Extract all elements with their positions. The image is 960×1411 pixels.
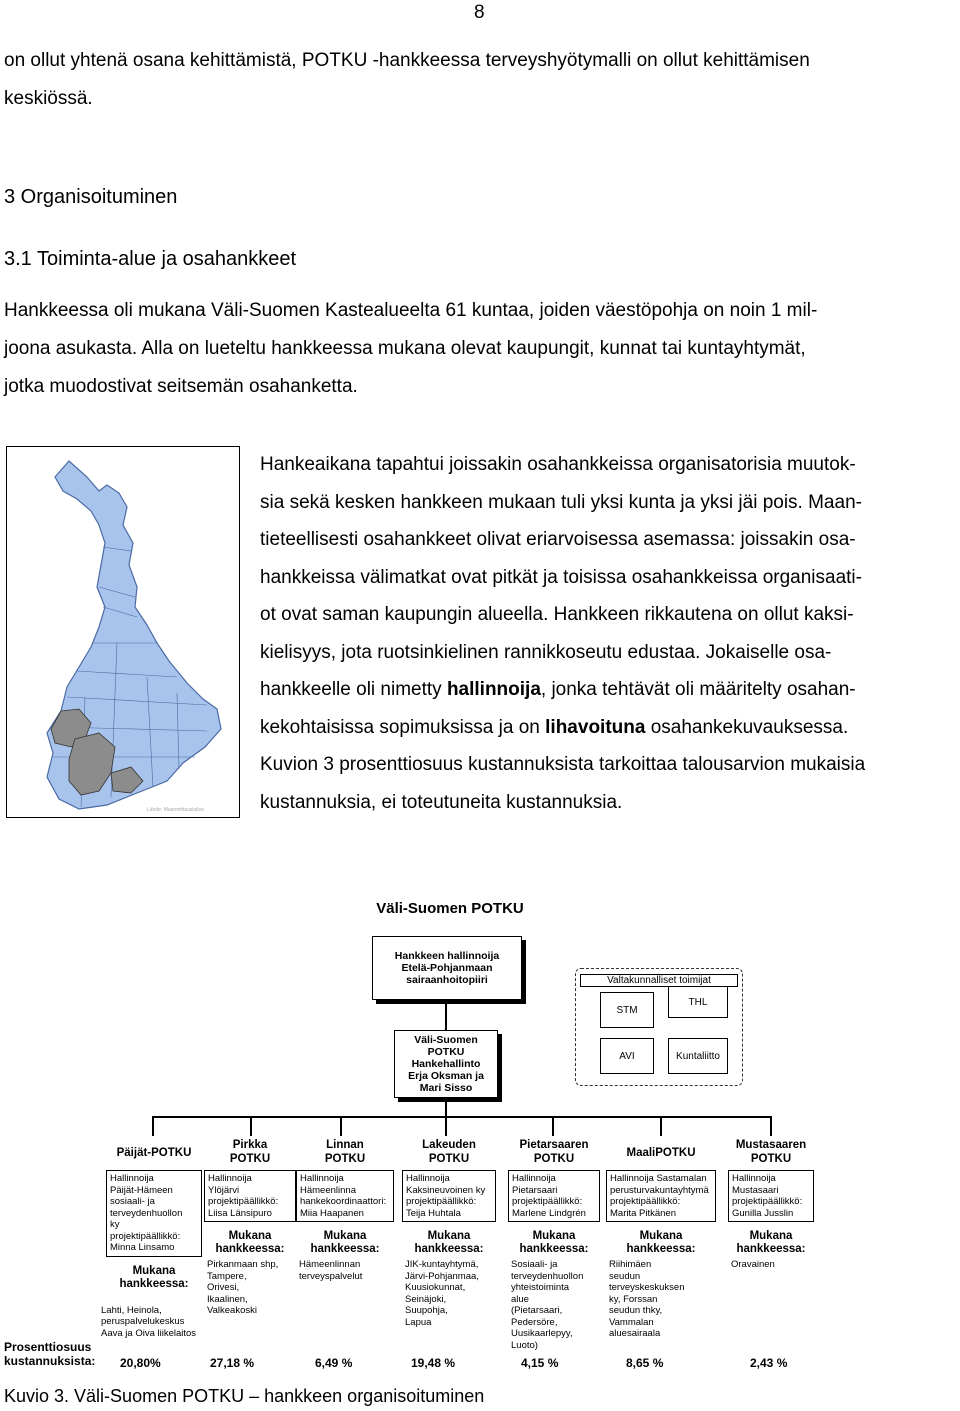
para-line-3: jotka muodostivat seitsemän osahanketta. [4, 376, 358, 397]
right-line-6: kielisyys, jota ruotsinkielinen rannikko… [260, 641, 832, 663]
right-line-5: ot ovat saman kaupungin alueella. Hankke… [260, 604, 854, 625]
right-line-4: hankkeissa välimatkat ovat pitkät ja toi… [260, 566, 862, 588]
heading-toiminta-alue: 3.1 Toiminta-alue ja osahankkeet [4, 248, 297, 270]
map-highlight-south [110, 766, 144, 794]
percent-pietarsaaren: 4,15 % [521, 1356, 559, 1370]
connector-horizontal [152, 1116, 772, 1118]
page-number: 8 [474, 2, 485, 23]
right-line-2: sia sekä kesken hankkeen mukaan tuli yks… [260, 491, 862, 513]
drop-3 [340, 1116, 342, 1136]
percent-mustasaaren: 2,43 % [750, 1356, 788, 1370]
drop-7 [770, 1116, 772, 1136]
right-line-7: hankkeelle oli nimetty hallinnoija, jonk… [260, 679, 856, 700]
finland-map-graphic: Lähde: Maanmittauslaitos [46, 460, 222, 813]
percent-maali: 8,65 % [626, 1356, 664, 1370]
national-actors-title: Valtakunnalliset toimijat [580, 974, 738, 987]
connector-top-mid [445, 1000, 447, 1030]
drop-6 [660, 1116, 662, 1136]
right-line-1: Hankeaikana tapahtui joissakin osahankke… [260, 454, 856, 475]
para-line-2: joona asukasta. Alla on lueteltu hankkee… [4, 338, 806, 359]
figure-caption: Kuvio 3. Väli-Suomen POTKU – hankkeen or… [4, 1386, 485, 1406]
right-paragraph: Hankeaikana tapahtui joissakin osahankke… [260, 446, 960, 821]
drop-2 [250, 1116, 252, 1136]
percent-lakeuden: 19,48 % [411, 1356, 456, 1370]
connector-mid-down [445, 1098, 447, 1116]
para-line-1: Hankkeessa oli mukana Väli-Suomen Kastea… [4, 300, 818, 321]
percent-linnan: 6,49 % [315, 1356, 353, 1370]
percent-paijat: 20,80% [120, 1356, 161, 1370]
right-line-8: kekohtaisissa sopimuksissa ja on lihavoi… [260, 716, 849, 738]
drop-5 [552, 1116, 554, 1136]
intro-line-1: on ollut yhtenä osana kehittämistä, POTK… [4, 50, 810, 71]
national-avi: AVI [600, 1038, 654, 1074]
project-title: Päijät-POTKU [116, 1147, 192, 1159]
right-line-3: tieteellisesti osahankkeet olivat eriarv… [260, 529, 856, 550]
intro-line-2: keskiössä. [4, 88, 93, 109]
members-list: JIK-kuntayhtymä,Järvi-Pohjanmaa,Kuusioku… [405, 1259, 479, 1328]
right-line-9: Kuvion 3 prosenttiosuus kustannuksista t… [260, 754, 866, 775]
national-kuntaliitto: Kuntaliitto [668, 1038, 728, 1074]
drop-1 [152, 1116, 154, 1136]
org-title: Väli-Suomen POTKU [376, 900, 524, 917]
percent-pirkka: 27,18 % [210, 1356, 255, 1370]
right-line-10: kustannuksia, ei toteutuneita kustannuks… [260, 791, 623, 813]
members-list: Oravainen [731, 1259, 775, 1270]
map-highlight-central [68, 732, 116, 796]
finland-map: Lähde: Maanmittauslaitos [6, 446, 240, 818]
drop-4 [445, 1116, 447, 1136]
map-watermark: Lähde: Maanmittauslaitos [147, 807, 204, 813]
national-thl: THL [668, 986, 728, 1018]
heading-organisoituminen: 3 Organisoituminen [4, 186, 178, 208]
national-stm: STM [600, 992, 654, 1028]
national-actors-group [575, 968, 743, 1086]
members-list: Pirkanmaan shp,Tampere,Orivesi,Ikaalinen… [207, 1259, 279, 1316]
project-title: MaaliPOTKU [626, 1147, 696, 1159]
